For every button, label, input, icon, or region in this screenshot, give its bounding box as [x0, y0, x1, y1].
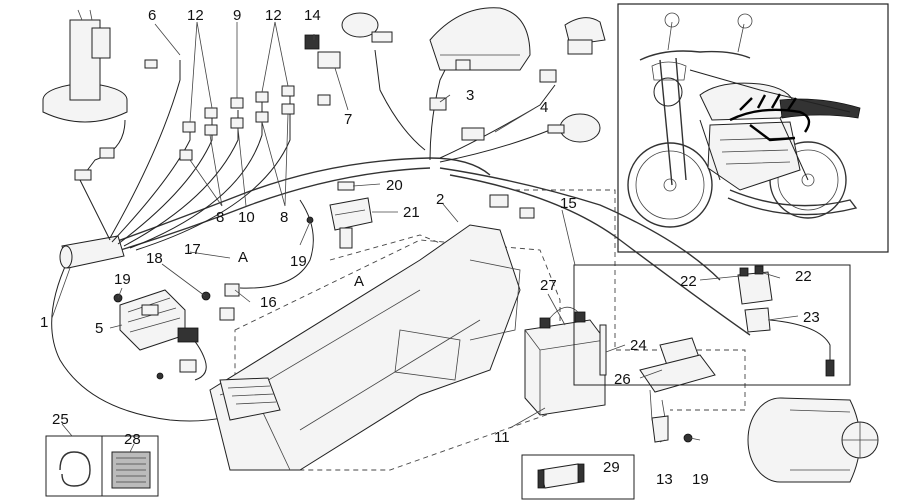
callout-7: 7	[344, 111, 352, 128]
callout-12b: 12	[265, 7, 282, 24]
callout-24: 24	[630, 337, 647, 354]
callout-6: 6	[148, 7, 156, 24]
callout-19c: 19	[692, 471, 709, 488]
callout-15: 15	[560, 195, 577, 212]
callout-22b: 22	[795, 268, 812, 285]
callout-labels: 1 2 3 4 5 6 7 8 8 9 10 11 12 12 13 14 15…	[40, 7, 820, 488]
clamp-and-label-box	[45, 435, 159, 497]
air-box	[209, 224, 521, 471]
fuel-pump	[42, 9, 128, 123]
callout-18: 18	[146, 250, 163, 267]
rod	[599, 324, 607, 376]
callout-26: 26	[614, 371, 631, 388]
callout-29: 29	[603, 459, 620, 476]
callout-11: 11	[494, 429, 510, 446]
callout-8a: 8	[216, 209, 224, 226]
callout-19a: 19	[114, 271, 131, 288]
callout-4: 4	[540, 99, 548, 116]
callout-2: 2	[436, 191, 444, 208]
callout-14: 14	[304, 7, 321, 24]
marker-a-2: A	[354, 273, 364, 290]
regulator	[119, 283, 240, 381]
callout-13: 13	[656, 471, 673, 488]
starter-relay	[639, 337, 716, 443]
callout-20: 20	[386, 177, 403, 194]
callout-25: 25	[52, 411, 69, 428]
callout-19b: 19	[290, 253, 307, 270]
callout-10: 10	[238, 209, 255, 226]
battery	[524, 306, 606, 416]
relay-box	[329, 181, 373, 249]
callout-1: 1	[40, 314, 48, 331]
branch-connectors	[74, 59, 535, 219]
callout-22a: 22	[680, 273, 697, 290]
starter-motor	[747, 397, 879, 483]
callout-9: 9	[233, 7, 241, 24]
marker-a-1: A	[238, 249, 248, 266]
motorcycle-inset	[617, 3, 889, 253]
callout-27: 27	[540, 277, 557, 294]
callout-28: 28	[124, 431, 141, 448]
ignition-connector-group	[573, 264, 851, 386]
callout-8b: 8	[280, 209, 288, 226]
callout-5: 5	[95, 320, 103, 337]
leader-lines	[51, 21, 799, 453]
lights-cluster	[304, 7, 606, 143]
callout-17: 17	[184, 241, 201, 258]
callout-3: 3	[466, 87, 474, 104]
callout-23: 23	[803, 309, 820, 326]
strap-box	[521, 454, 635, 500]
callout-12a: 12	[187, 7, 204, 24]
callout-16: 16	[260, 294, 277, 311]
callout-21: 21	[403, 204, 420, 221]
